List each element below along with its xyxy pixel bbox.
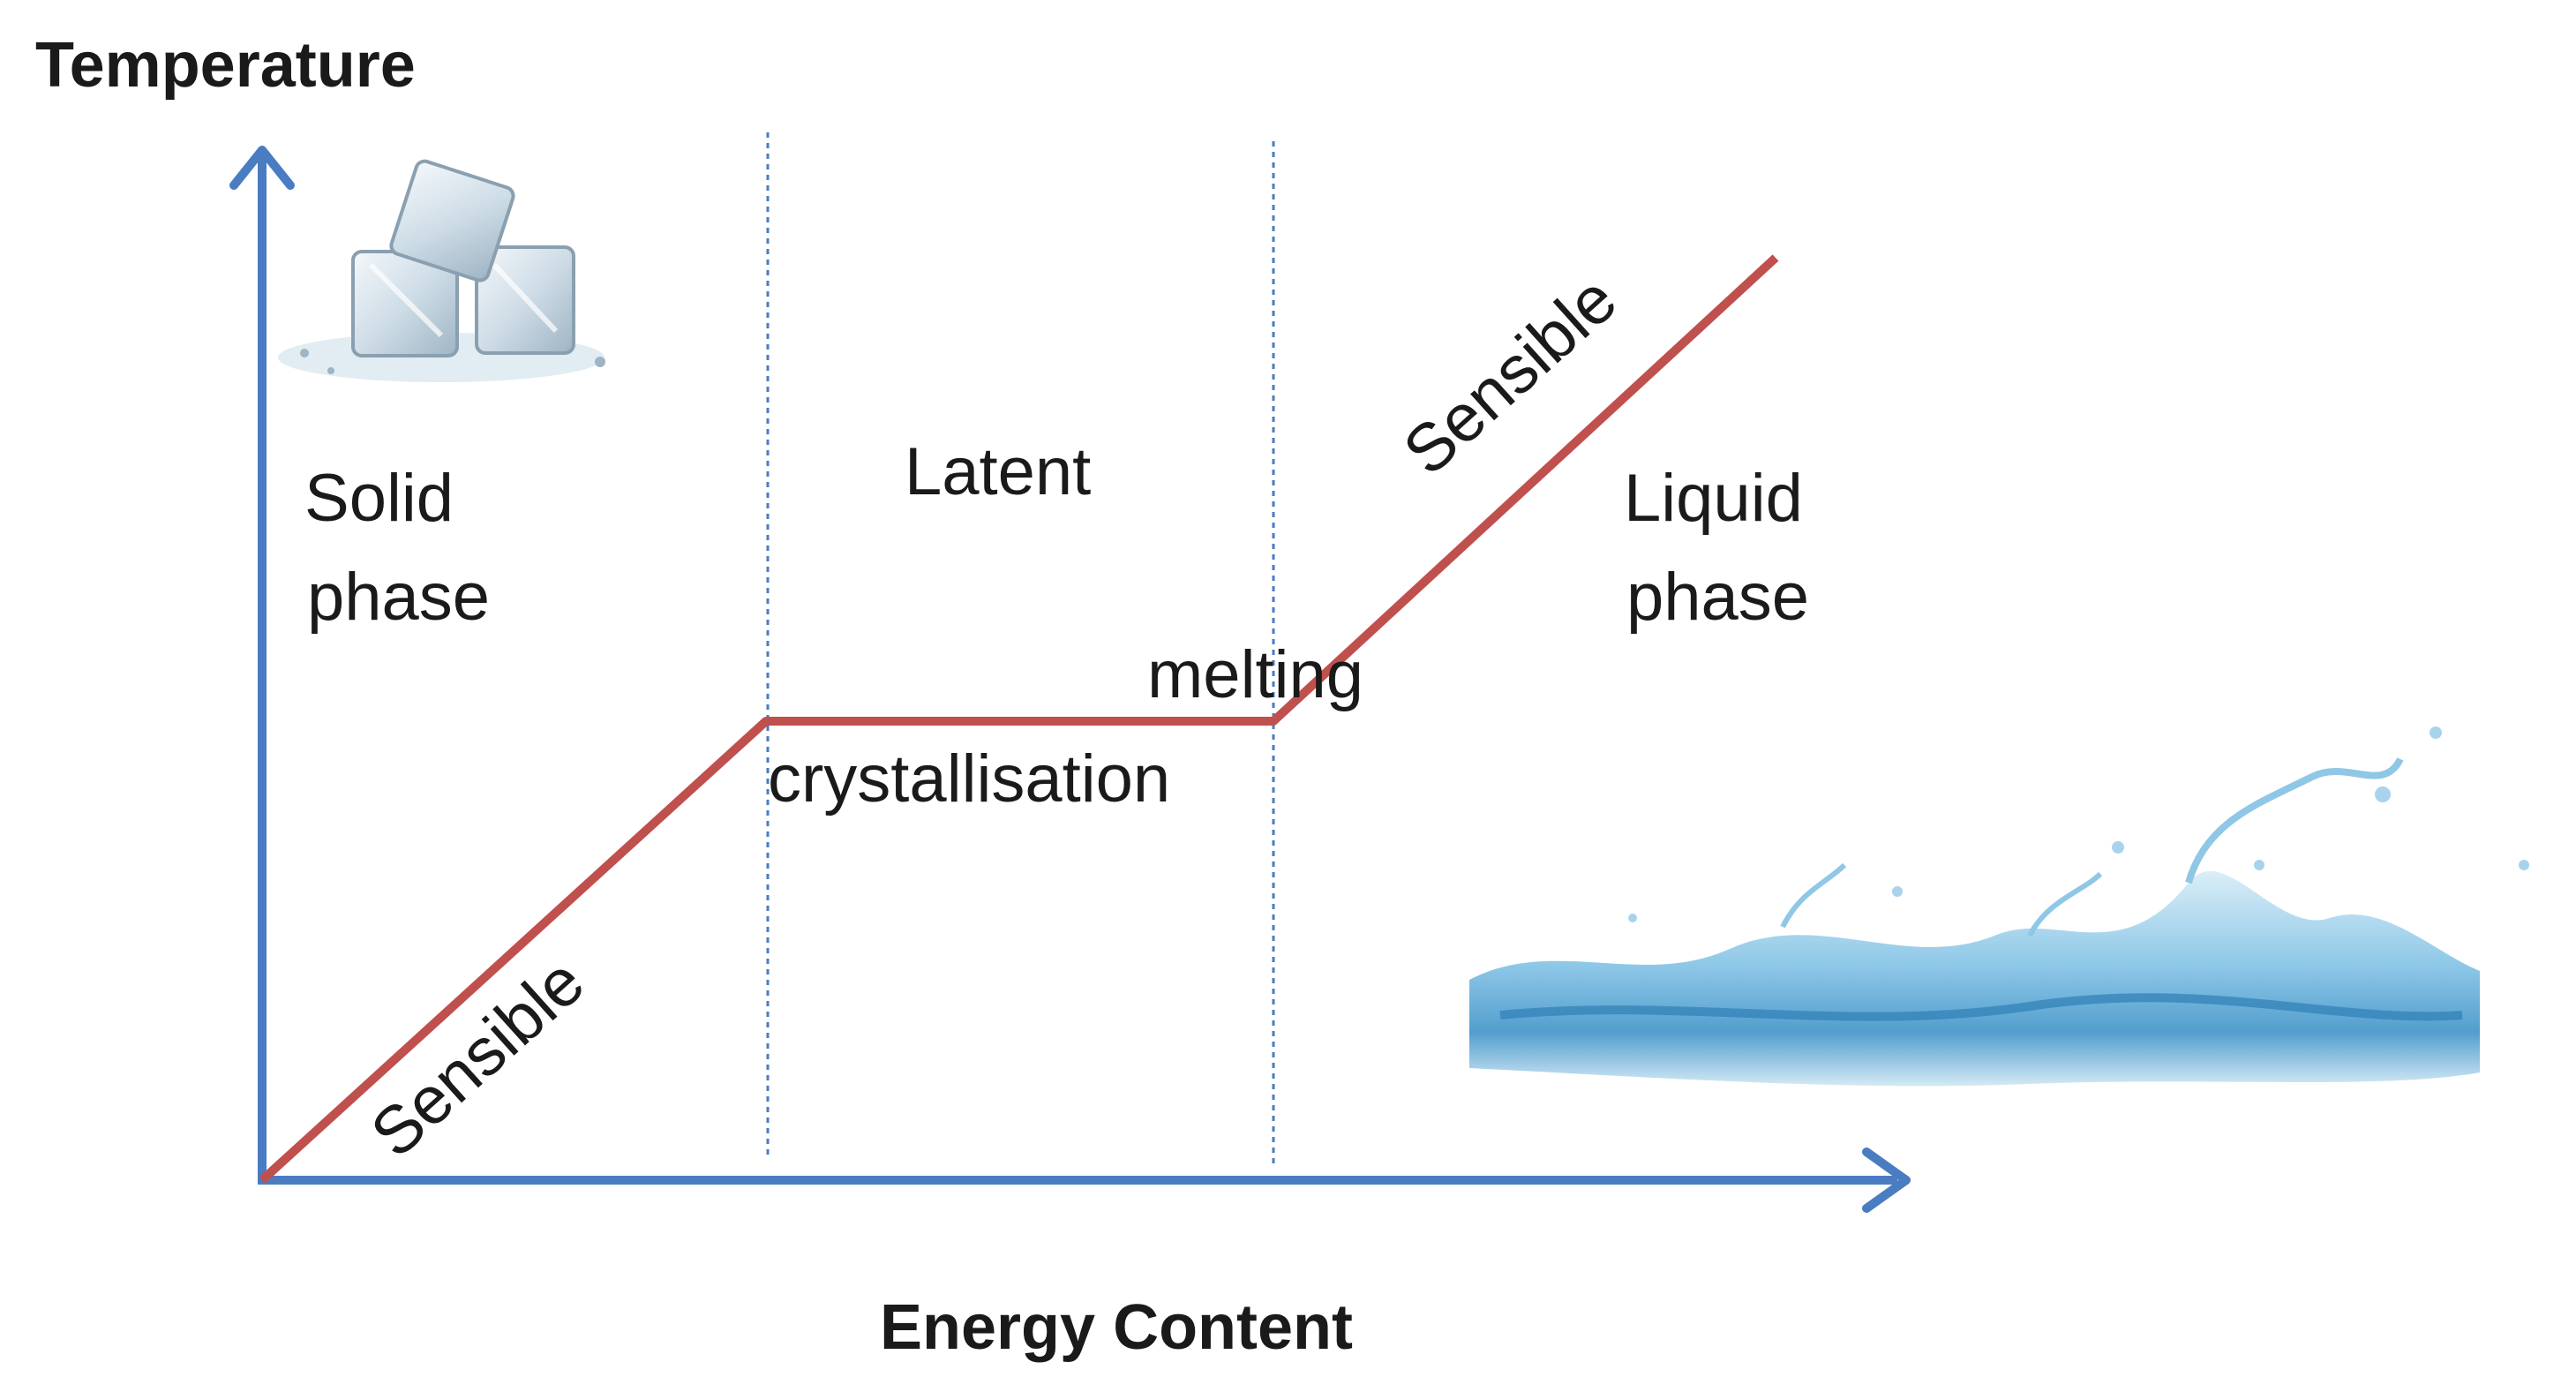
liquid-phase-label-line2: phase (1626, 560, 1809, 635)
x-axis (258, 1148, 1911, 1213)
latent-label: Latent (905, 434, 1091, 509)
solid-phase-label-line1: Solid (304, 461, 454, 536)
ice-cubes-picture (278, 159, 605, 382)
y-axis-title: Temperature (35, 30, 416, 101)
liquid-phase-label-line1: Liquid (1624, 461, 1803, 536)
solid-phase-label-line2: phase (307, 560, 490, 635)
y-axis (229, 146, 295, 1181)
water-splash-picture (1469, 726, 2529, 1087)
crystallisation-label: crystallisation (768, 741, 1170, 816)
melting-label: melting (1147, 637, 1363, 712)
x-axis-title: Energy Content (880, 1292, 1353, 1363)
sensible-label-upper: Sensible (1389, 261, 1631, 489)
temperature-curve (259, 254, 1779, 1184)
